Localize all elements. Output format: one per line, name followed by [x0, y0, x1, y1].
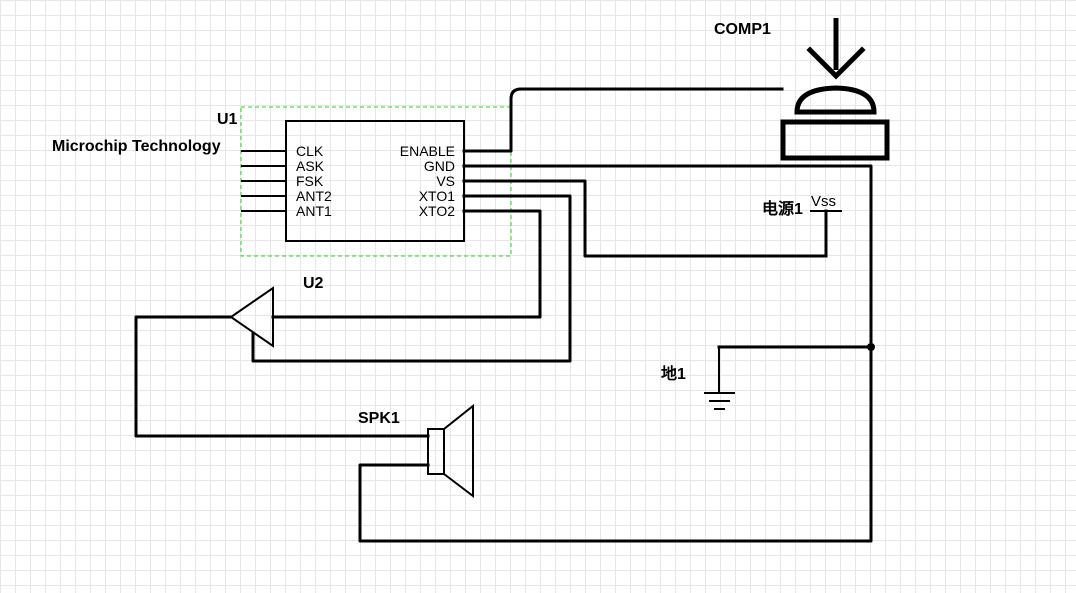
speaker-cone-icon [443, 403, 474, 499]
speaker-magnet [427, 428, 445, 475]
wires [134, 87, 875, 543]
power-net-label: Vss [811, 193, 836, 210]
u1-pin-label: ANT1 [296, 203, 332, 219]
wire-xto1-amp[interactable] [251, 194, 572, 363]
u2-designator: U2 [303, 275, 324, 292]
u1-pin-label: GND [424, 158, 455, 174]
comp1-component[interactable]: COMP1 [714, 18, 890, 161]
wire-xto2-amp[interactable] [271, 209, 542, 319]
spk1-component[interactable]: SPK1 [358, 403, 474, 499]
u1-pin-label: CLK [296, 143, 324, 159]
u1-designator: U1 [217, 111, 238, 128]
button-cap [794, 85, 877, 115]
wire-enable-comp1[interactable] [462, 87, 784, 153]
u1-pin-label: XTO2 [419, 203, 456, 219]
junction-dot [867, 343, 875, 351]
u1-pin-label: VS [436, 173, 455, 189]
u1-pin-label: ANT2 [296, 188, 332, 204]
u1-pin-label: FSK [296, 173, 324, 189]
power-vss-component[interactable]: Vss 电源1 [762, 193, 842, 258]
wire-gnd-rail[interactable] [358, 164, 873, 543]
comp1-designator: COMP1 [714, 21, 771, 38]
button-body [780, 119, 890, 161]
u1-component[interactable]: CLK ASK FSK ANT2 ANT1 ENABLE GND VS XTO1… [52, 106, 512, 257]
u1-pin-label: ENABLE [400, 143, 455, 159]
u1-pin-label: ASK [296, 158, 325, 174]
wire-vs-power[interactable] [462, 179, 828, 258]
wire-amp-speaker[interactable] [134, 315, 430, 438]
press-arrow-icon [806, 46, 866, 80]
ground-component[interactable]: 地1 [661, 347, 735, 410]
spk1-designator: SPK1 [358, 410, 400, 427]
u2-component[interactable]: U2 [229, 275, 324, 348]
u1-manufacturer: Microchip Technology [52, 138, 221, 155]
ground-designator: 地1 [661, 364, 686, 383]
u1-pin-label: XTO1 [419, 188, 456, 204]
power-designator: 电源1 [762, 199, 803, 218]
